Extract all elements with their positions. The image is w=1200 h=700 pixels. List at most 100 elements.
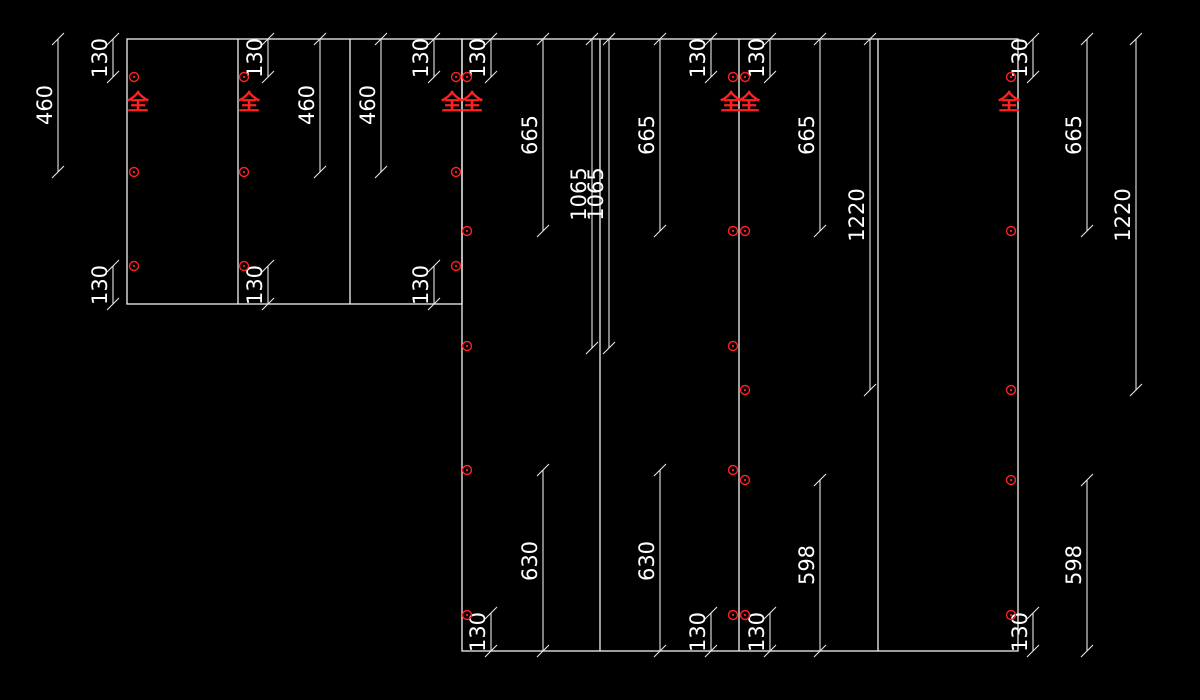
dim-label-665: 665: [518, 115, 542, 155]
tick: [653, 32, 667, 46]
hinge-hole: [739, 71, 751, 83]
hinge-hole-center: [465, 468, 469, 472]
tick: [484, 606, 498, 620]
tick: [313, 165, 327, 179]
dimension-labels: 460 130 130 130 130 460 460 130 130 130 …: [33, 38, 1135, 652]
hinge-hole: [450, 71, 462, 83]
hinge-hole-center: [132, 264, 136, 268]
tick: [653, 644, 667, 658]
hinge-marker-label: 全: [737, 90, 761, 116]
hinge-hole-center: [731, 344, 735, 348]
hinge-marker-label: 全: [237, 90, 261, 116]
dim-label-630: 630: [518, 541, 542, 581]
tick: [1129, 32, 1143, 46]
hinge-hole: [727, 71, 739, 83]
tick: [1026, 32, 1040, 46]
hinge-hole: [461, 340, 473, 352]
hinge-hole: [1005, 474, 1017, 486]
hinge-hole-center: [242, 264, 246, 268]
hinge-marker-label: 全: [997, 90, 1021, 116]
dim-label-130: 130: [686, 38, 710, 78]
tick: [261, 70, 275, 84]
tick: [261, 32, 275, 46]
dim-label-665: 665: [795, 115, 819, 155]
tick: [51, 32, 65, 46]
tick: [536, 32, 550, 46]
tick: [763, 70, 777, 84]
dim-label-1220: 1220: [1111, 188, 1135, 241]
dim-label-130: 130: [1008, 612, 1032, 652]
tick: [484, 32, 498, 46]
tick: [813, 473, 827, 487]
dim-label-130: 130: [88, 38, 112, 78]
hinge-hole-center: [242, 75, 246, 79]
hinge-hole-center: [454, 170, 458, 174]
tick: [763, 32, 777, 46]
hinge-hole-center: [1009, 229, 1013, 233]
tick: [585, 32, 599, 46]
dim-label-598: 598: [1062, 545, 1086, 585]
dim-label-665: 665: [635, 115, 659, 155]
dim-label-130: 130: [1008, 38, 1032, 78]
tick: [863, 32, 877, 46]
hinge-hole: [461, 464, 473, 476]
hinge-hole-center: [743, 613, 747, 617]
hinge-hole-center: [465, 75, 469, 79]
hinge-hole-center: [132, 170, 136, 174]
tick: [763, 606, 777, 620]
tick: [763, 644, 777, 658]
dim-label-630: 630: [635, 541, 659, 581]
tick: [261, 259, 275, 273]
tick: [813, 32, 827, 46]
dim-label-460: 460: [356, 85, 380, 125]
tick: [1080, 473, 1094, 487]
tick: [653, 463, 667, 477]
dimension-lines: [51, 32, 1143, 658]
hinge-hole-center: [743, 478, 747, 482]
hinge-hole: [461, 609, 473, 621]
hinge-marker-label: 全: [126, 90, 150, 116]
hinge-hole: [128, 260, 140, 272]
hinge-hole-center: [465, 613, 469, 617]
hinge-hole-center: [465, 344, 469, 348]
tick: [313, 32, 327, 46]
hinge-hole: [1005, 71, 1017, 83]
tick: [427, 70, 441, 84]
tick: [602, 32, 616, 46]
hinge-hole: [238, 166, 250, 178]
dim-label-460: 460: [33, 85, 57, 125]
dim-label-130: 130: [409, 38, 433, 78]
tick: [536, 224, 550, 238]
tick: [813, 224, 827, 238]
hinge-hole-center: [465, 229, 469, 233]
dim-label-130: 130: [243, 38, 267, 78]
hinge-hole: [727, 464, 739, 476]
hinge-hole: [450, 260, 462, 272]
hinge-hole: [739, 384, 751, 396]
hinge-hole-center: [731, 75, 735, 79]
dim-label-598: 598: [795, 545, 819, 585]
hinge-hole-center: [454, 264, 458, 268]
hinge-hole: [1005, 384, 1017, 396]
tick: [1080, 32, 1094, 46]
tick: [427, 259, 441, 273]
panel-outlines: [126, 38, 1019, 652]
tick: [1080, 224, 1094, 238]
hinge-hole-center: [1009, 75, 1013, 79]
dim-label-130: 130: [409, 265, 433, 305]
hinge-hole: [128, 166, 140, 178]
dim-label-1220: 1220: [845, 188, 869, 241]
hinge-hole: [739, 225, 751, 237]
tick: [51, 165, 65, 179]
hinge-hole-center: [743, 388, 747, 392]
hinge-hole: [727, 225, 739, 237]
hinge-holes: [128, 71, 1017, 621]
tick: [106, 297, 120, 311]
dim-label-1065: 1065: [584, 167, 608, 220]
hinge-marker-label: 全: [460, 90, 484, 116]
hinge-hole-center: [743, 75, 747, 79]
tick: [585, 341, 599, 355]
tick: [653, 224, 667, 238]
tick: [1026, 70, 1040, 84]
